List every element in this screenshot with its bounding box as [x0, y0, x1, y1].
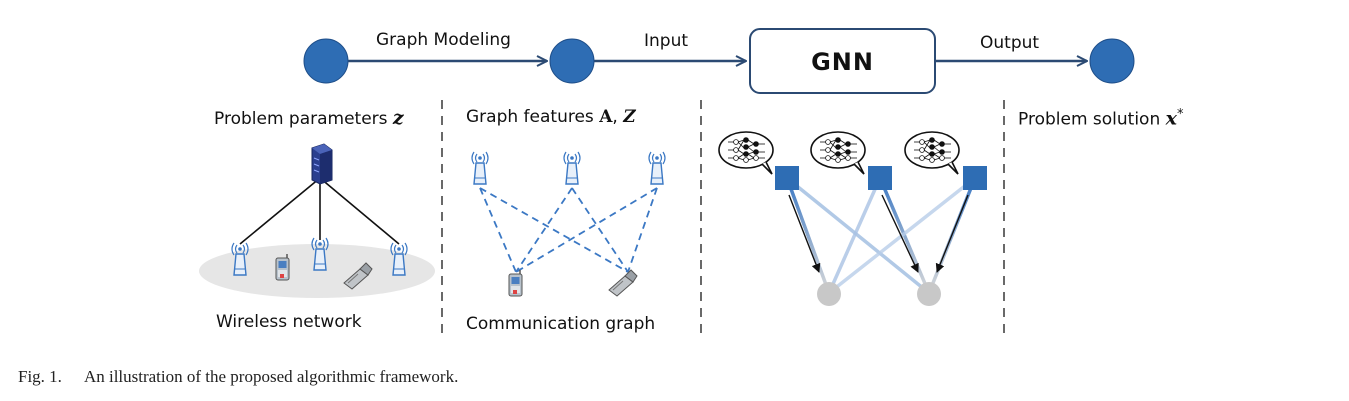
graph-features-node	[549, 38, 595, 84]
message-arrow	[935, 194, 969, 273]
neural-net-bubble-icon	[810, 131, 866, 175]
message-arrow	[788, 194, 821, 273]
figure-number: Fig. 1.	[18, 367, 62, 386]
problem-parameters-node	[303, 38, 349, 84]
agent-node	[963, 166, 987, 190]
wireless-network-label: Wireless network	[216, 312, 362, 332]
antenna-icon	[471, 151, 489, 185]
gnn-title: GNN	[811, 48, 874, 76]
gnn-box	[749, 28, 936, 94]
neural-net-bubble-icon	[718, 131, 774, 175]
flip-phone-icon	[608, 269, 638, 297]
neural-net-bubble-icon	[904, 131, 960, 175]
agent-node	[868, 166, 892, 190]
server-icon	[311, 143, 333, 185]
graph-features-label: Graph features A, Z	[466, 107, 636, 127]
caption-text: An illustration of the proposed algorith…	[83, 367, 459, 386]
graph-modeling-label: Graph Modeling	[376, 30, 511, 50]
output-label: Output	[980, 33, 1040, 53]
problem-solution-label: Problem solution x*	[1018, 107, 1184, 130]
agent-node	[775, 166, 799, 190]
message-arrow	[881, 194, 919, 273]
input-label: Input	[644, 31, 689, 51]
network-ground	[199, 244, 435, 298]
figure-caption: Fig. 1. An illustration of the proposed a…	[18, 367, 458, 387]
phone-icon	[275, 253, 290, 281]
problem-parameters-label: Problem parameters z	[214, 107, 404, 129]
phone-icon	[508, 269, 523, 297]
antenna-icon	[648, 151, 666, 185]
gray-node	[817, 282, 841, 306]
antenna-icon	[563, 151, 581, 185]
gray-node	[917, 282, 941, 306]
gnn-edges	[785, 176, 977, 295]
communication-graph-label: Communication graph	[466, 314, 656, 334]
problem-solution-node	[1089, 38, 1135, 84]
